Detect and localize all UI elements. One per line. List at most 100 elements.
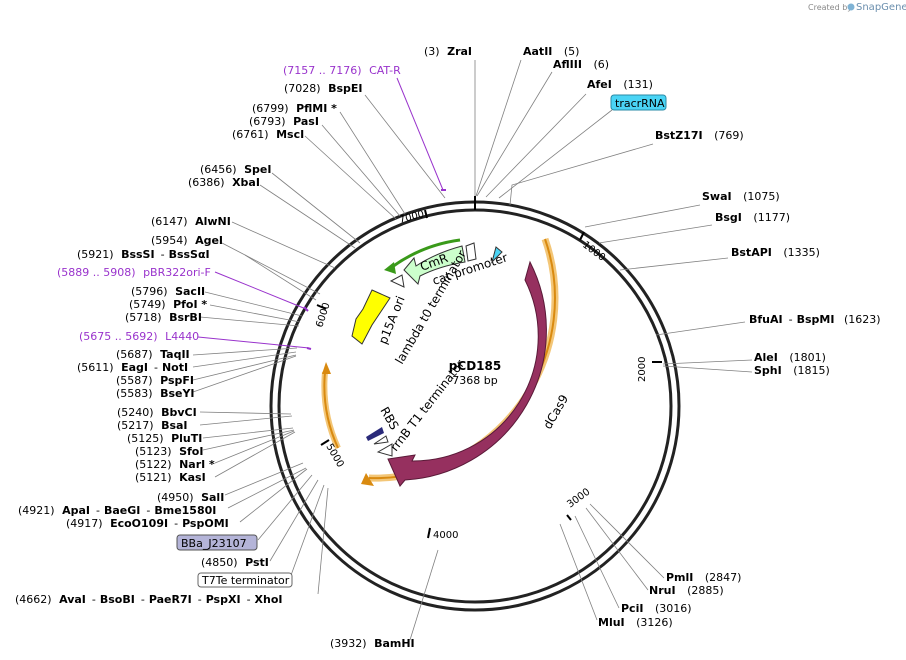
leader-pasi <box>321 124 401 217</box>
leader-swai <box>584 204 701 228</box>
site-pasi[interactable]: (6793) PasI <box>249 115 319 128</box>
site-taqii[interactable]: (5687) TaqII <box>116 348 190 361</box>
tick-3000 <box>566 514 572 521</box>
bba-box[interactable]: BBa_J23107 <box>176 534 258 551</box>
site-bsai[interactable]: (5217) BsaI <box>117 419 188 432</box>
plasmid-length: 7368 bp <box>452 374 497 387</box>
tick-1000 <box>579 231 585 241</box>
primer-line-cat-r <box>396 77 444 191</box>
cmr-feature[interactable] <box>403 245 466 285</box>
plasmid-name: pCD185 <box>449 359 501 373</box>
primer-cat-r[interactable]: (7157 .. 7176) CAT-R <box>283 64 401 77</box>
site-pfoi[interactable]: (5749) PfoI * <box>129 298 207 311</box>
primer-mark-pbr322ori-f <box>303 306 309 312</box>
leader-sphi <box>662 365 753 373</box>
site-avai-group[interactable]: (4662) AvaI-BsoBI-PaeR7I-PspXI-XhoI <box>15 593 283 606</box>
leader-agei <box>221 242 321 295</box>
lambda-t0-feature <box>389 274 405 288</box>
orf-arc-right-arrowhead <box>361 473 374 486</box>
tracrrna-feature <box>491 246 503 264</box>
leader-nrui <box>585 507 649 591</box>
primer-line-l4440 <box>197 336 310 349</box>
site-apai-group[interactable]: (4921) ApaI-BaeGI-Bme1580I <box>18 504 216 517</box>
primer-labels: (7157 .. 7176) CAT-R (5889 .. 5908) pBR3… <box>57 64 401 343</box>
tick-6000 <box>316 304 327 310</box>
leader-t7te <box>289 484 325 579</box>
leader-psti <box>269 479 319 562</box>
snapgene-credit: Created by SnapGene <box>808 2 906 13</box>
credit-brand: SnapGene <box>856 2 906 13</box>
site-kasi[interactable]: (5121) KasI <box>135 471 206 484</box>
site-alei[interactable]: AleI (1801) <box>754 351 826 364</box>
t7te-label: T7Te terminator <box>201 574 290 587</box>
site-pluti[interactable]: (5125) PluTI <box>127 432 202 445</box>
site-nari[interactable]: (5122) NarI * <box>135 458 215 471</box>
site-sphi[interactable]: SphI (1815) <box>754 364 830 377</box>
site-bstapi[interactable]: BstAPI (1335) <box>731 246 820 259</box>
site-psti[interactable]: (4850) PstI <box>201 556 269 569</box>
site-afei[interactable]: AfeI (131) <box>587 78 653 91</box>
site-spei[interactable]: (6456) SpeI <box>200 163 271 176</box>
site-swai[interactable]: SwaI (1075) <box>702 190 780 203</box>
leader-bspei <box>364 94 446 199</box>
orf-arc-left-line <box>323 371 339 449</box>
site-bsgi[interactable]: BsgI (1177) <box>715 211 790 224</box>
tick-4000 <box>427 527 431 539</box>
site-mlui[interactable]: MluI (3126) <box>598 616 673 629</box>
tracrrna-box[interactable]: tracrRNA <box>610 94 667 111</box>
site-pcii[interactable]: PciI (3016) <box>621 602 692 615</box>
site-sfoi[interactable]: (5123) SfoI <box>135 445 203 458</box>
tick-label-5000: 5000 <box>323 442 345 470</box>
bba-box-bg <box>176 534 258 551</box>
dcas9-label: dCas9 <box>540 392 571 431</box>
site-pmli[interactable]: PmlI (2847) <box>666 571 741 584</box>
site-pflmi[interactable]: (6799) PflMI * <box>252 102 337 115</box>
site-sali[interactable]: (4950) SalI <box>157 491 224 504</box>
site-eagi-noti[interactable]: (5611) EagI-NotI <box>77 361 188 374</box>
site-sacii[interactable]: (5796) SacII <box>131 285 205 298</box>
leader-bsssi <box>244 254 317 301</box>
snapgene-logo-icon <box>847 3 855 11</box>
site-aatii[interactable]: AatII (5) <box>523 45 579 58</box>
site-bspei[interactable]: (7028) BspEI <box>284 82 363 95</box>
site-bseyi[interactable]: (5583) BseYI <box>116 387 195 400</box>
leader-aatii <box>475 59 522 197</box>
leader-pspfi <box>192 354 297 381</box>
site-agei[interactable]: (5954) AgeI <box>151 234 223 247</box>
leader-tracrrna <box>498 109 613 199</box>
leader-bsgi <box>598 224 713 244</box>
primer-pbr322ori-f[interactable]: (5889 .. 5908) pBR322ori-F <box>57 266 211 279</box>
dcas9-feature[interactable] <box>387 260 547 487</box>
t7te-box[interactable]: T7Te terminator <box>197 572 293 588</box>
site-msci[interactable]: (6761) MscI <box>232 128 304 141</box>
primer-l4440[interactable]: (5675 .. 5692) L4440 <box>79 330 199 343</box>
site-xbai[interactable]: (6386) XbaI <box>188 176 260 189</box>
site-bsrbi[interactable]: (5718) BsrBI <box>125 311 202 324</box>
leader-afei <box>485 93 587 198</box>
leader-eagi <box>192 351 297 368</box>
terminator-feature <box>376 443 393 457</box>
site-bsssi[interactable]: (5921) BssSI-BssSαI <box>77 248 210 261</box>
leader-alwni <box>231 221 336 269</box>
p15a-ori-feature[interactable] <box>351 289 391 345</box>
tick-label-7000: 7000 <box>398 209 425 226</box>
site-bbvci[interactable]: (5240) BbvCI <box>117 406 197 419</box>
site-zrai[interactable]: (3) ZraI <box>424 45 472 58</box>
site-bamhi[interactable]: (3932) BamHI <box>330 637 415 650</box>
site-bfuai-bspmi[interactable]: BfuAI-BspMI (1623) <box>749 313 881 326</box>
right-enzyme-labels: (3) ZraI AatII (5) AflIII (6) AfeI (131)… <box>330 45 881 650</box>
leader-alei <box>662 359 753 365</box>
promoter-bba-feature <box>366 427 384 441</box>
leader-nari <box>214 430 295 464</box>
site-pspfi[interactable]: (5587) PspFI <box>116 374 194 387</box>
site-nrui[interactable]: NruI (2885) <box>649 584 724 597</box>
tracrrna-label: tracrRNA <box>615 97 665 110</box>
rbs-feature <box>373 435 389 445</box>
site-alwni[interactable]: (6147) AlwNI <box>151 215 231 228</box>
site-bstz17i[interactable]: BstZ17I (769) <box>655 129 744 142</box>
primer-line-pbr322ori-f <box>214 271 307 310</box>
site-ecoo109i-group[interactable]: (4917) EcoO109I-PspOMI <box>66 517 229 530</box>
site-afliii[interactable]: AflIII (6) <box>553 58 609 71</box>
leader-bseyi <box>192 355 297 393</box>
